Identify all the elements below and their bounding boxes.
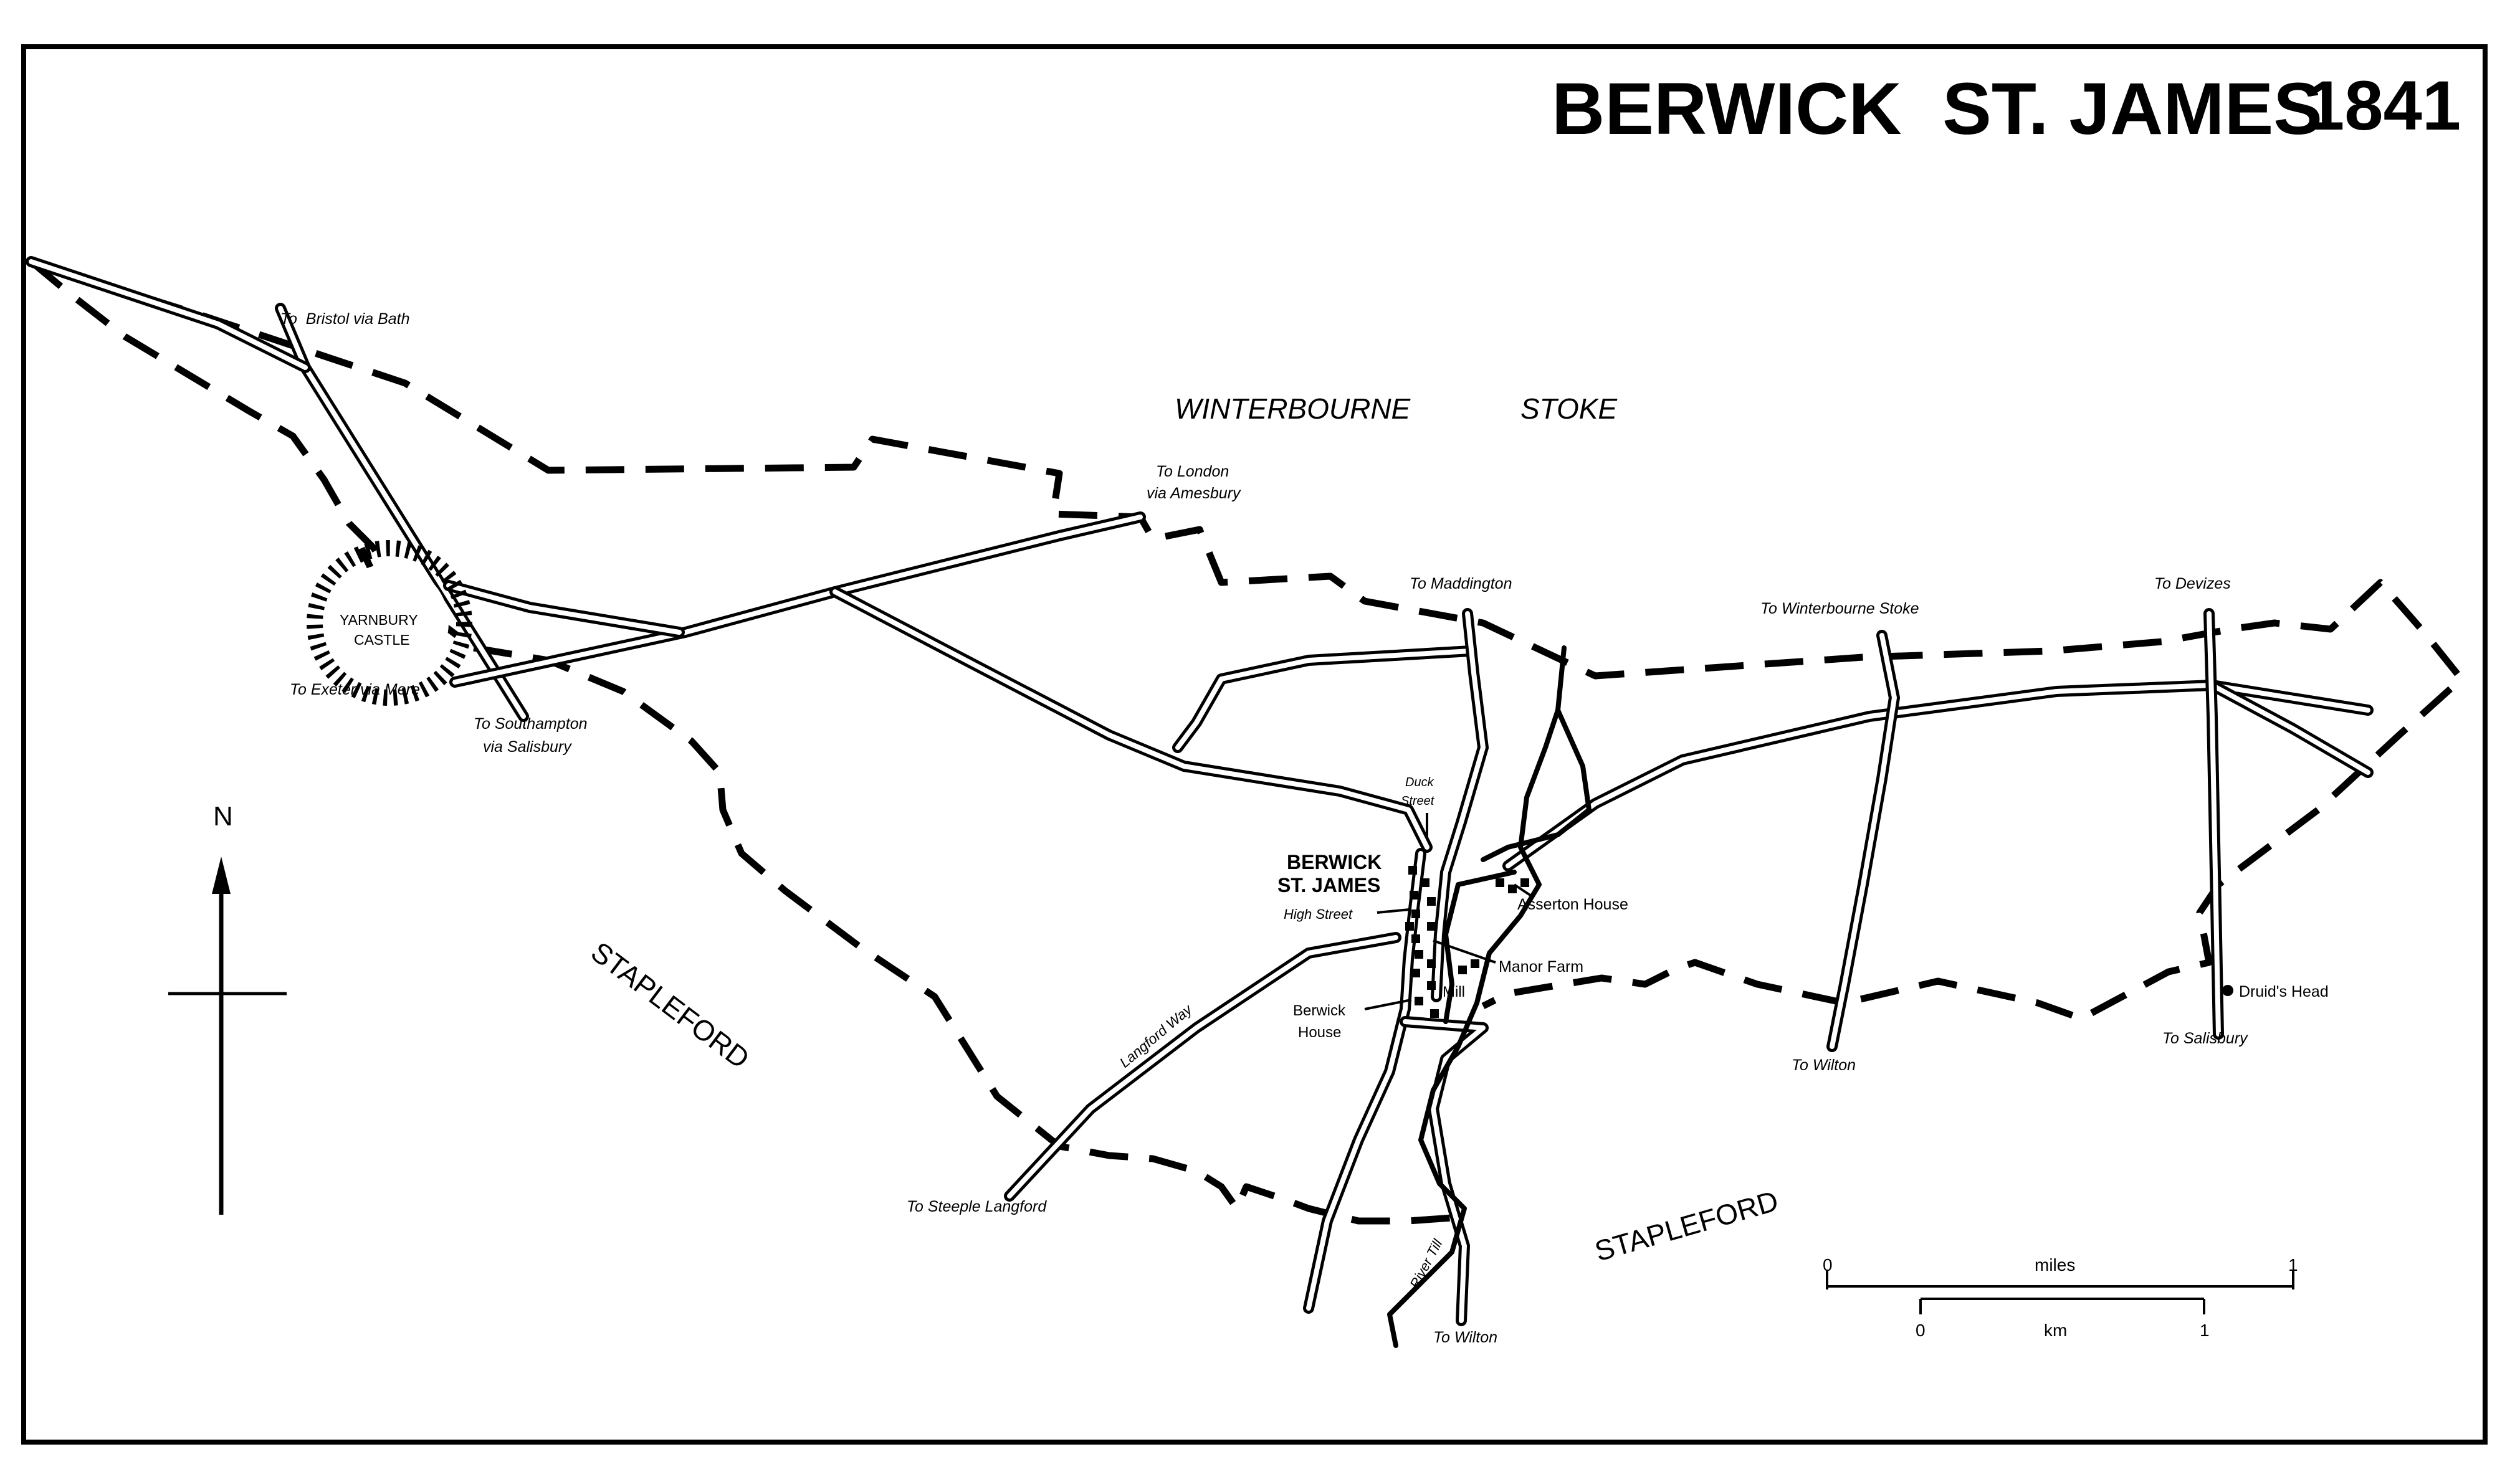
place-duck-street-2: Street xyxy=(1401,794,1435,808)
map-year: 1841 xyxy=(2306,67,2461,145)
parish-stoke: STOKE xyxy=(1520,392,1618,425)
place-druids-head: Druid's Head xyxy=(2239,983,2329,1000)
village-name-line1: BERWICK xyxy=(1287,851,1382,873)
road-label-exeter: To Exeter via Mere xyxy=(290,681,420,698)
yarnbury-castle-earthwork xyxy=(307,540,472,706)
castle-label-line1: YARNBURY xyxy=(340,612,418,628)
road-label-bristol: To Bristol via Bath xyxy=(280,310,410,328)
roads xyxy=(26,256,2374,1326)
river-till xyxy=(1387,645,1592,1348)
leader-lines xyxy=(1364,813,1534,1010)
place-manor-farm: Manor Farm xyxy=(1499,958,1583,976)
scale-km-one: 1 xyxy=(2200,1321,2210,1340)
place-berwick-house-2: House xyxy=(1298,1024,1341,1041)
map-title: BERWICK ST. JAMES xyxy=(1552,68,2322,150)
village-name-line2: ST. JAMES xyxy=(1277,874,1380,896)
scale-km-label: km xyxy=(2044,1321,2067,1340)
road-label-maddington: To Maddington xyxy=(1410,575,1512,592)
road-label-steeple-langford: To Steeple Langford xyxy=(907,1198,1047,1215)
road-label-london-1: To London xyxy=(1156,463,1229,480)
castle-label-line2: CASTLE xyxy=(354,632,409,648)
scale-miles-zero: 0 xyxy=(1823,1255,1833,1275)
road-label-southampton-2: via Salisbury xyxy=(483,738,572,756)
north-arrow: N xyxy=(168,801,287,1215)
parish-winterbourne: WINTERBOURNE xyxy=(1175,392,1411,425)
parish-stapleford-west: STAPLEFORD xyxy=(585,935,756,1075)
north-label: N xyxy=(213,801,233,832)
map-frame xyxy=(21,44,2488,1445)
road-label-wilton-south: To Wilton xyxy=(1433,1329,1497,1346)
place-mill: Mill xyxy=(1443,984,1465,1000)
village-buildings xyxy=(1405,866,2233,1018)
scale-miles-one: 1 xyxy=(2288,1255,2298,1275)
scale-km-zero: 0 xyxy=(1916,1321,1926,1340)
road-label-southampton-1: To Southampton xyxy=(474,715,588,733)
road-label-london-2: via Amesbury xyxy=(1147,485,1241,502)
road-label-salisbury: To Salisbury xyxy=(2162,1030,2248,1047)
road-label-devizes: To Devizes xyxy=(2154,575,2231,592)
scale-miles-label: miles xyxy=(2035,1255,2075,1275)
road-label-winterbourne-stoke: To Winterbourne Stoke xyxy=(1760,600,1919,617)
road-label-wilton-east: To Wilton xyxy=(1792,1057,1856,1074)
place-asserton-house: Asserton House xyxy=(1517,896,1628,913)
parish-stapleford-south: STAPLEFORD xyxy=(1591,1184,1782,1268)
place-high-street: High Street xyxy=(1284,906,1353,922)
place-berwick-house-1: Berwick xyxy=(1293,1002,1346,1019)
scale-bar: 0 miles 1 0 km 1 xyxy=(1823,1255,2298,1340)
place-duck-street-1: Duck xyxy=(1405,776,1434,789)
